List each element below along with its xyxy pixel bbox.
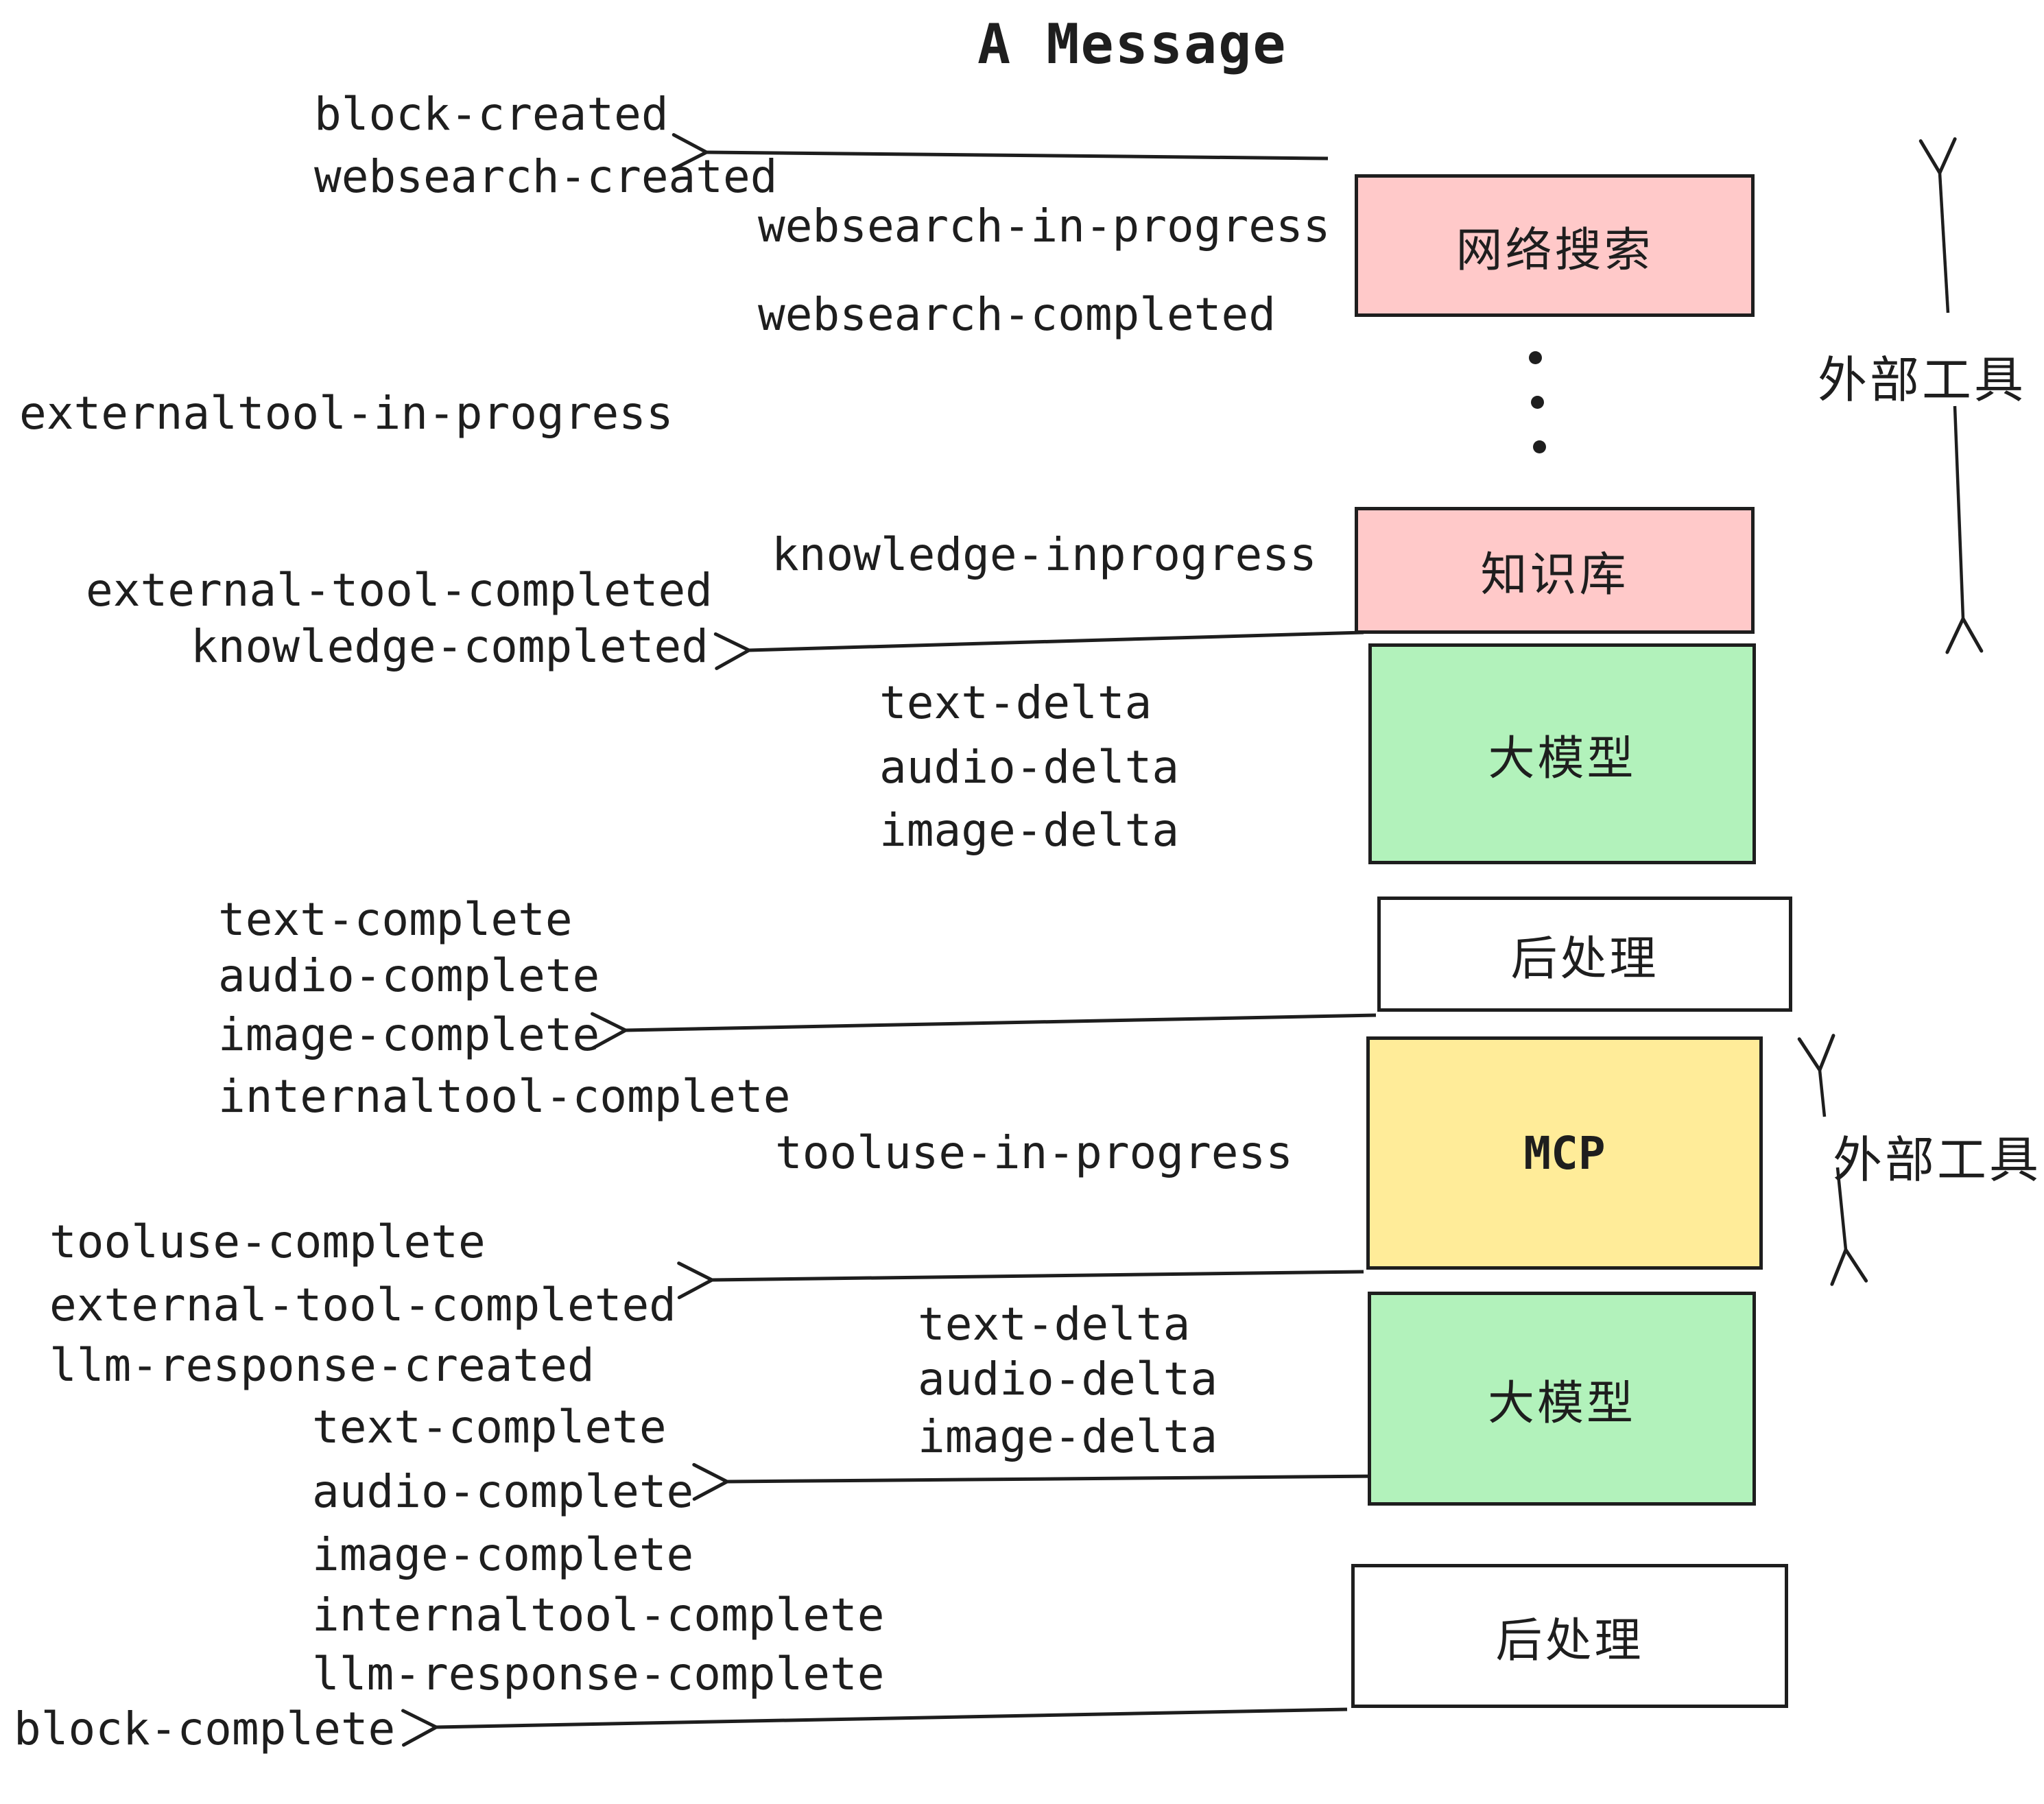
- event-external-tool-completed-2: external-tool-completed: [49, 1279, 676, 1331]
- event-websearch-in-progress: websearch-in-progress: [758, 200, 1331, 252]
- diagram-title: A Message: [977, 12, 1287, 76]
- node-llm-bottom-label: 大模型: [1487, 1376, 1636, 1431]
- event-audio-delta-1: audio-delta: [879, 741, 1180, 794]
- event-externaltool-in-progress: externaltool-in-progress: [19, 387, 674, 440]
- event-tooluse-complete: tooluse-complete: [49, 1215, 486, 1268]
- node-mcp: MCP: [1366, 1036, 1763, 1270]
- event-audio-complete-1: audio-complete: [218, 949, 600, 1002]
- arrow-knowledge-completed: [713, 630, 1364, 670]
- event-knowledge-completed: knowledge-completed: [191, 620, 709, 673]
- event-image-complete-1: image-complete: [218, 1008, 600, 1061]
- event-websearch-completed: websearch-completed: [758, 288, 1276, 341]
- node-knowledge-label: 知识库: [1480, 548, 1629, 602]
- event-text-complete-1: text-complete: [218, 893, 573, 946]
- arrow-tooluse-complete: [677, 1261, 1364, 1300]
- annotation-external-tools-top: 外部工具: [1818, 351, 2027, 409]
- event-audio-delta-2: audio-delta: [918, 1353, 1218, 1405]
- event-llm-response-created: llm-response-created: [49, 1339, 595, 1392]
- arrow-block-complete: [401, 1707, 1348, 1747]
- arrow-internal-complete-top: [591, 1012, 1377, 1050]
- event-external-tool-completed: external-tool-completed: [86, 564, 713, 617]
- event-websearch-created: websearch-created: [314, 150, 778, 203]
- event-text-delta-2: text-delta: [918, 1298, 1191, 1351]
- event-knowledge-inprogress: knowledge-inprogress: [772, 528, 1317, 581]
- node-llm-top-label: 大模型: [1488, 731, 1637, 786]
- node-mcp-label: MCP: [1523, 1126, 1606, 1180]
- node-postprocess-bottom-label: 后处理: [1495, 1613, 1644, 1668]
- event-image-complete-2: image-complete: [312, 1528, 694, 1581]
- dot: [1533, 440, 1546, 453]
- event-block-complete: block-complete: [14, 1702, 396, 1755]
- dot: [1529, 351, 1542, 364]
- node-postprocess-bottom: 后处理: [1351, 1564, 1788, 1708]
- event-text-complete-2: text-complete: [312, 1401, 667, 1453]
- event-block-created: block-created: [314, 88, 669, 141]
- event-tooluse-in-progress: tooluse-in-progress: [775, 1126, 1293, 1179]
- event-audio-complete-2: audio-complete: [312, 1465, 694, 1518]
- arrow-websearch-created: [672, 133, 1329, 171]
- node-websearch-label: 网络搜索: [1455, 223, 1654, 278]
- node-llm-top: 大模型: [1368, 643, 1756, 864]
- node-websearch: 网络搜索: [1355, 174, 1755, 317]
- arrow-audio-complete-bottom: [692, 1462, 1382, 1501]
- node-llm-bottom: 大模型: [1368, 1292, 1756, 1506]
- annotation-external-tools-mcp: 外部工具: [1833, 1131, 2042, 1189]
- event-text-delta-1: text-delta: [879, 676, 1152, 729]
- external-tools-span-up-arrow: [1918, 137, 1957, 313]
- event-internaltool-complete-2: internaltool-complete: [312, 1589, 885, 1641]
- event-image-delta-2: image-delta: [918, 1410, 1218, 1463]
- node-knowledge: 知识库: [1355, 507, 1755, 634]
- dot: [1531, 396, 1544, 409]
- ellipsis-dots: [1527, 351, 1546, 453]
- node-postprocess-top: 后处理: [1377, 897, 1792, 1012]
- external-tools-span-down-arrow: [1945, 405, 1984, 654]
- event-image-delta-1: image-delta: [879, 804, 1180, 857]
- mcp-external-span-up-arrow: [1797, 1034, 1835, 1117]
- event-llm-response-complete: llm-response-complete: [312, 1648, 885, 1700]
- node-postprocess-top-label: 后处理: [1510, 931, 1659, 986]
- event-internaltool-complete-1: internaltool-complete: [218, 1070, 791, 1123]
